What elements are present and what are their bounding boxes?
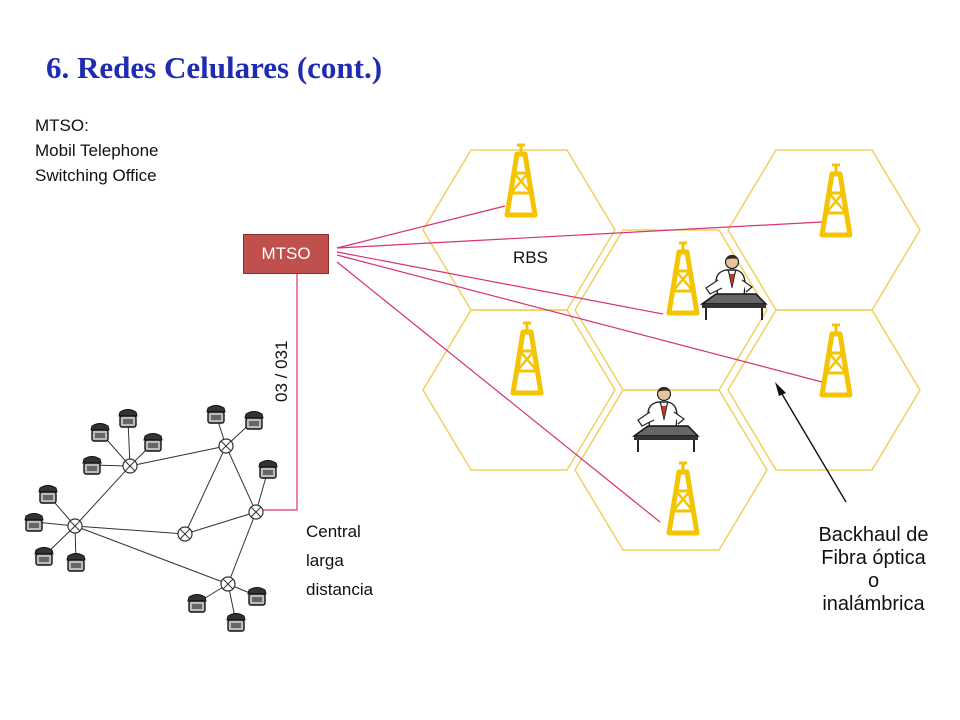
arrow-head-icon [775, 382, 786, 396]
telephone-icon [206, 404, 226, 424]
telephones [24, 404, 278, 632]
cell [574, 389, 768, 551]
telephone-icon [244, 410, 264, 430]
switch-node-icon [122, 458, 138, 474]
switch-node-icon [218, 438, 234, 454]
cell [422, 309, 616, 471]
mtso-definition: MTSO: Mobil Telephone Switching Office [35, 113, 159, 188]
mtso-label: MTSO [261, 244, 311, 263]
switch-node-icon [220, 576, 236, 592]
switch-node-icon [67, 518, 83, 534]
mobile-user-icon [701, 254, 767, 321]
slide-title: 6. Redes Celulares (cont.) [46, 50, 383, 85]
link-line [336, 254, 823, 383]
link-line [336, 261, 661, 523]
telephone-icon [82, 455, 102, 475]
definition-line: Mobil Telephone [35, 141, 159, 160]
telephone-icon [66, 552, 86, 572]
trunk-label: 03 / 031 [272, 340, 291, 402]
tower-icon [822, 325, 850, 395]
tower-icon [822, 165, 850, 235]
link-line [336, 251, 664, 315]
telephone-icon [187, 593, 207, 613]
central-line: distancia [306, 580, 374, 599]
rbs-label: RBS [513, 248, 548, 267]
telephone-icon [34, 546, 54, 566]
tower-icon [507, 145, 535, 215]
central-line: larga [306, 551, 344, 570]
definition-line: Switching Office [35, 166, 157, 185]
cell [727, 309, 921, 471]
link-line [336, 205, 506, 249]
trunk-line [262, 274, 298, 511]
telephone-icon [90, 422, 110, 442]
telephone-icon [258, 459, 278, 479]
mtso-box: MTSO [243, 234, 329, 274]
telephone-icon [226, 612, 246, 632]
telephone-icon [118, 408, 138, 428]
telephone-icon [247, 586, 267, 606]
tower-icon [669, 243, 697, 313]
link-line [336, 221, 823, 249]
backhaul-line: inalámbrica [822, 593, 925, 615]
rbs-towers [507, 145, 850, 533]
switch-node-icon [177, 526, 193, 542]
central-label: Central larga distancia [306, 517, 373, 604]
switch-node-icon [248, 504, 264, 520]
mobile-user-icon [633, 386, 699, 453]
backhaul-line: o [867, 570, 880, 592]
backhaul-line: Backhaul de [818, 524, 929, 546]
telephone-icon [38, 484, 58, 504]
tower-icon [669, 463, 697, 533]
cell-grid [422, 149, 921, 551]
definition-line: MTSO: [35, 116, 89, 135]
backhaul-arrow [778, 388, 847, 503]
central-line: Central [306, 522, 361, 541]
telephone-icon [24, 512, 44, 532]
telephone-icon [143, 432, 163, 452]
tower-icon [513, 323, 541, 393]
backhaul-line: Fibra óptica [821, 547, 926, 569]
backhaul-label: Backhaul de Fibra óptica o inalámbrica [796, 524, 951, 616]
mtso-rbs-links [336, 205, 823, 523]
